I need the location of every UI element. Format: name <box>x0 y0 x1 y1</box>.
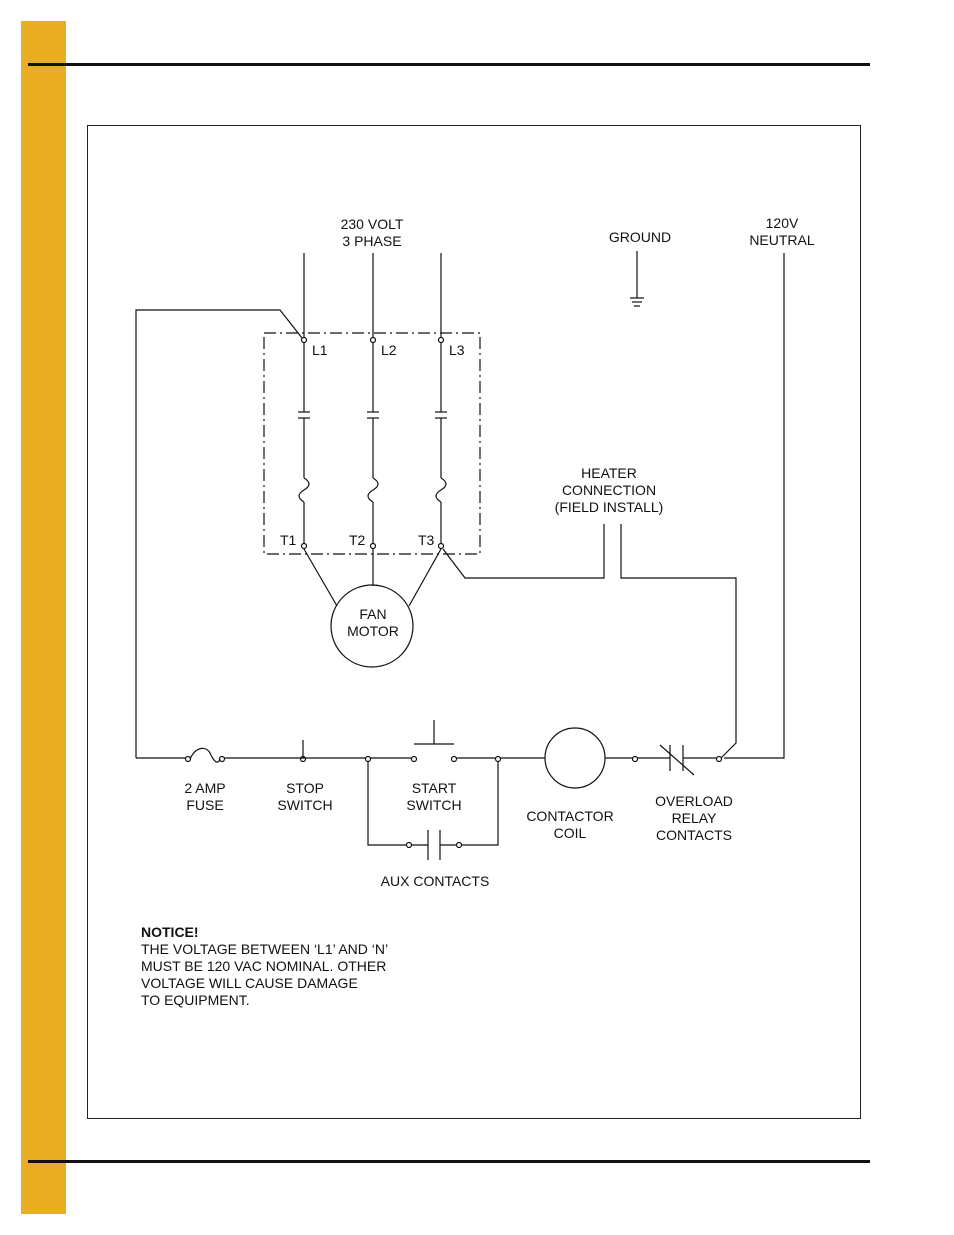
heater-wire-t3 <box>443 524 604 578</box>
supply-label-line2: 3 PHASE <box>342 233 401 249</box>
overload-terminal-left <box>633 757 638 762</box>
coil-label-line2: COIL <box>554 825 587 841</box>
fuse-label-line1: 2 AMP <box>184 780 225 796</box>
notice-line-4: TO EQUIPMENT. <box>141 992 441 1009</box>
neutral-label-line1: 120V <box>766 215 799 231</box>
terminal-label-l2: L2 <box>381 342 397 358</box>
heater-wire-overload <box>621 524 736 758</box>
stop-label-line2: SWITCH <box>277 797 332 813</box>
overload-label-line1: OVERLOAD <box>655 793 733 809</box>
terminal-label-l1: L1 <box>312 342 328 358</box>
fuse-symbol <box>186 748 225 762</box>
control-wire-l1 <box>136 310 302 758</box>
heater-label-line1: HEATER <box>581 465 637 481</box>
motor-lead-t1 <box>304 549 337 606</box>
phase-l1 <box>298 342 310 543</box>
start-label-line2: SWITCH <box>406 797 461 813</box>
aux-label: AUX CONTACTS <box>381 873 490 889</box>
heater-label-line3: (FIELD INSTALL) <box>555 499 664 515</box>
notice-title: NOTICE! <box>141 924 441 941</box>
phase-l2 <box>367 342 379 543</box>
coil-label-line1: CONTACTOR <box>526 808 613 824</box>
start-terminal-left <box>366 757 371 762</box>
start-label-line1: START <box>412 780 457 796</box>
supply-label-line1: 230 VOLT <box>341 216 404 232</box>
contactor-coil-symbol <box>545 728 605 788</box>
ground-label: GROUND <box>609 229 671 245</box>
neutral-wire <box>724 253 784 758</box>
overload-label-line2: RELAY <box>672 810 718 826</box>
overload-label-line3: CONTACTS <box>656 827 732 843</box>
terminal-label-l3: L3 <box>449 342 465 358</box>
terminal-label-t3: T3 <box>418 532 435 548</box>
start-terminal-right <box>496 757 501 762</box>
notice-line-2: MUST BE 120 VAC NOMINAL. OTHER <box>141 958 441 975</box>
notice-block: NOTICE! THE VOLTAGE BETWEEN ‘L1’ AND ‘N’… <box>141 924 441 1009</box>
ground-symbol <box>630 251 644 306</box>
overload-terminal-right <box>717 757 722 762</box>
overload-relay-contacts-symbol <box>637 745 717 775</box>
terminal-label-t2: T2 <box>349 532 366 548</box>
motor-label-line1: FAN <box>359 606 386 622</box>
heater-label-line2: CONNECTION <box>562 482 656 498</box>
start-switch-symbol <box>370 720 496 762</box>
neutral-label-line2: NEUTRAL <box>749 232 815 248</box>
phase-l3 <box>435 342 447 543</box>
motor-label-line2: MOTOR <box>347 623 399 639</box>
starter-enclosure <box>264 333 480 554</box>
fuse-label-line2: FUSE <box>186 797 223 813</box>
stop-label-line1: STOP <box>286 780 324 796</box>
motor-lead-t3 <box>409 549 441 606</box>
terminal-label-t1: T1 <box>280 532 297 548</box>
notice-line-1: THE VOLTAGE BETWEEN ‘L1’ AND ‘N’ <box>141 941 441 958</box>
notice-line-3: VOLTAGE WILL CAUSE DAMAGE <box>141 975 441 992</box>
